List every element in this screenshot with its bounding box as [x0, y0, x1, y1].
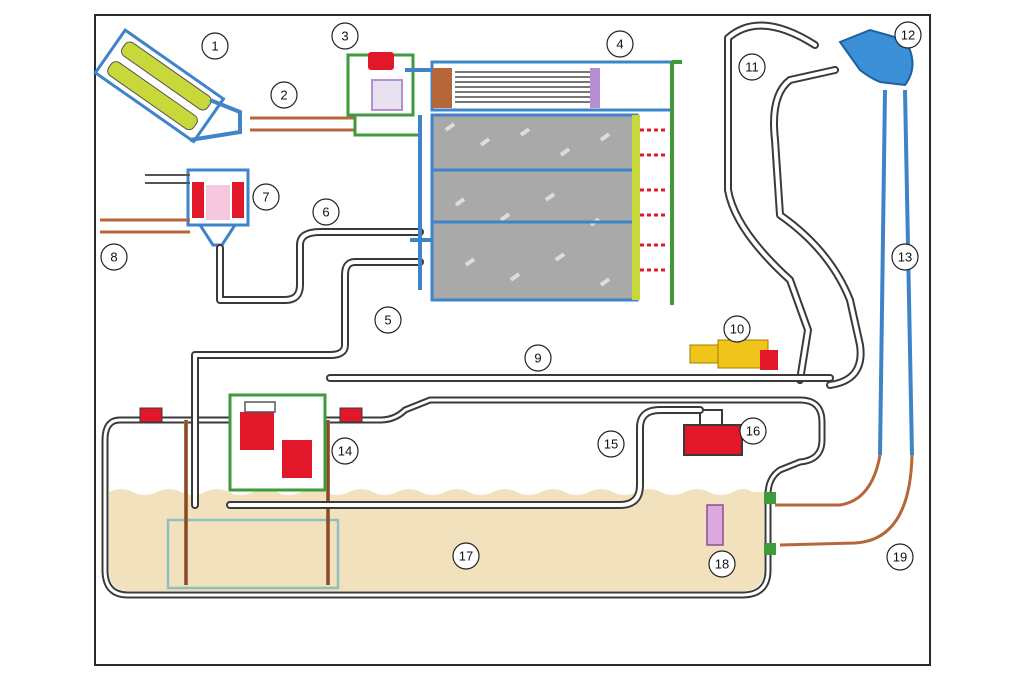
pipe-network	[191, 21, 914, 547]
callout-7: 7	[252, 183, 280, 211]
fuel-level	[109, 489, 764, 591]
callout-12-label: 12	[901, 28, 915, 43]
callout-8-label: 8	[110, 250, 117, 265]
callout-14: 14	[331, 437, 359, 465]
callout-10: 10	[723, 315, 751, 343]
callout-4: 4	[606, 30, 634, 58]
vent-valve	[100, 168, 250, 247]
callout-16: 16	[739, 417, 767, 445]
callout-6: 6	[312, 198, 340, 226]
carbon-canister	[430, 60, 682, 305]
callout-13: 13	[891, 243, 919, 271]
callout-3-label: 3	[341, 29, 348, 44]
pressure-sensor	[689, 339, 778, 370]
tank-pressure-unit	[228, 393, 327, 492]
callout-14-label: 14	[338, 444, 352, 459]
callout-4-label: 4	[616, 37, 623, 52]
level-sensor	[706, 504, 724, 546]
rollover-valve	[683, 409, 743, 456]
callout-12: 12	[894, 21, 922, 49]
callout-18-label: 18	[715, 557, 729, 572]
callout-2: 2	[270, 81, 298, 109]
callout-9: 9	[524, 344, 552, 372]
callout-2-label: 2	[280, 88, 287, 103]
air-filter	[93, 28, 226, 144]
purge-valve	[346, 52, 432, 137]
callout-19-label: 19	[893, 550, 907, 565]
callout-9-label: 9	[534, 351, 541, 366]
callout-19: 19	[886, 543, 914, 571]
callout-3: 3	[331, 22, 359, 50]
callout-16-label: 16	[746, 424, 760, 439]
callout-10-label: 10	[730, 322, 744, 337]
callout-5: 5	[374, 306, 402, 334]
callout-17-label: 17	[459, 549, 473, 564]
callout-6-label: 6	[322, 205, 329, 220]
callout-1: 1	[201, 32, 229, 60]
callout-17: 17	[452, 542, 480, 570]
callout-18: 18	[708, 550, 736, 578]
callout-5-label: 5	[384, 313, 391, 328]
callout-15-label: 15	[604, 437, 618, 452]
diagram-frame	[94, 14, 931, 666]
callout-7-label: 7	[262, 190, 269, 205]
callout-11-label: 11	[745, 60, 759, 75]
pump-reservoir	[166, 518, 340, 590]
callout-11: 11	[738, 53, 766, 81]
callout-1-label: 1	[211, 39, 218, 54]
callout-8: 8	[100, 243, 128, 271]
callout-13-label: 13	[898, 250, 912, 265]
callout-15: 15	[597, 430, 625, 458]
